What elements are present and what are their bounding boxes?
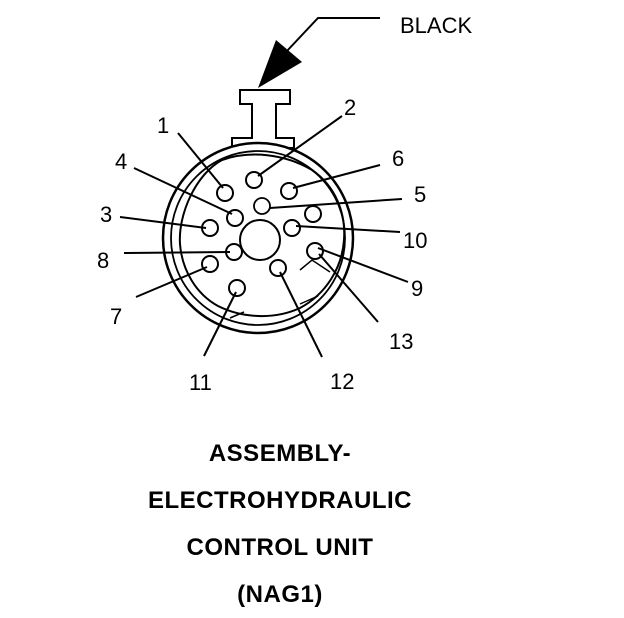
pin-cavity-6 [280, 182, 298, 200]
pin-cavity-11 [228, 279, 246, 297]
pin-cavity-5 [304, 205, 322, 223]
pin-label-10: 10 [403, 228, 427, 253]
pin-cavity-1 [216, 184, 234, 202]
pin-label-8: 8 [97, 248, 109, 273]
pin-label-13: 13 [389, 329, 413, 354]
connector-center-hole [239, 219, 281, 261]
pin-label-7: 7 [110, 304, 122, 329]
diagram-caption: ASSEMBLY- ELECTROHYDRAULIC CONTROL UNIT … [0, 430, 560, 618]
black-leader-line [285, 17, 380, 53]
black-wire-label: BLACK [400, 13, 472, 38]
pin-cavity-10 [283, 219, 301, 237]
connector-keyway [229, 259, 331, 319]
pin-cavity-7 [201, 255, 219, 273]
caption-line-4: (NAG1) [237, 581, 323, 608]
black-arrowhead [258, 40, 302, 88]
pin-label-9: 9 [411, 276, 423, 301]
connector-diagram: BLACK 1 2 3 4 5 6 7 8 9 10 [97, 13, 472, 395]
pin-label-5: 5 [414, 182, 426, 207]
pin-leader-lines [119, 115, 409, 358]
connector-key-hole [253, 197, 271, 215]
pin-label-1: 1 [157, 113, 169, 138]
caption-line-2: ELECTROHYDRAULIC [148, 487, 412, 514]
pin-label-2: 2 [344, 95, 356, 120]
pin-cavity-12 [269, 259, 287, 277]
pin-label-6: 6 [392, 146, 404, 171]
caption-line-3: CONTROL UNIT [186, 534, 374, 561]
connector-lock-tab [231, 89, 295, 149]
connector-inner-shell [178, 153, 346, 317]
caption-line-1: ASSEMBLY- [208, 440, 352, 467]
pin-label-3: 3 [100, 202, 112, 227]
pin-label-11: 11 [189, 370, 212, 395]
pin-label-4: 4 [115, 149, 127, 174]
pin-label-12: 12 [330, 369, 354, 394]
